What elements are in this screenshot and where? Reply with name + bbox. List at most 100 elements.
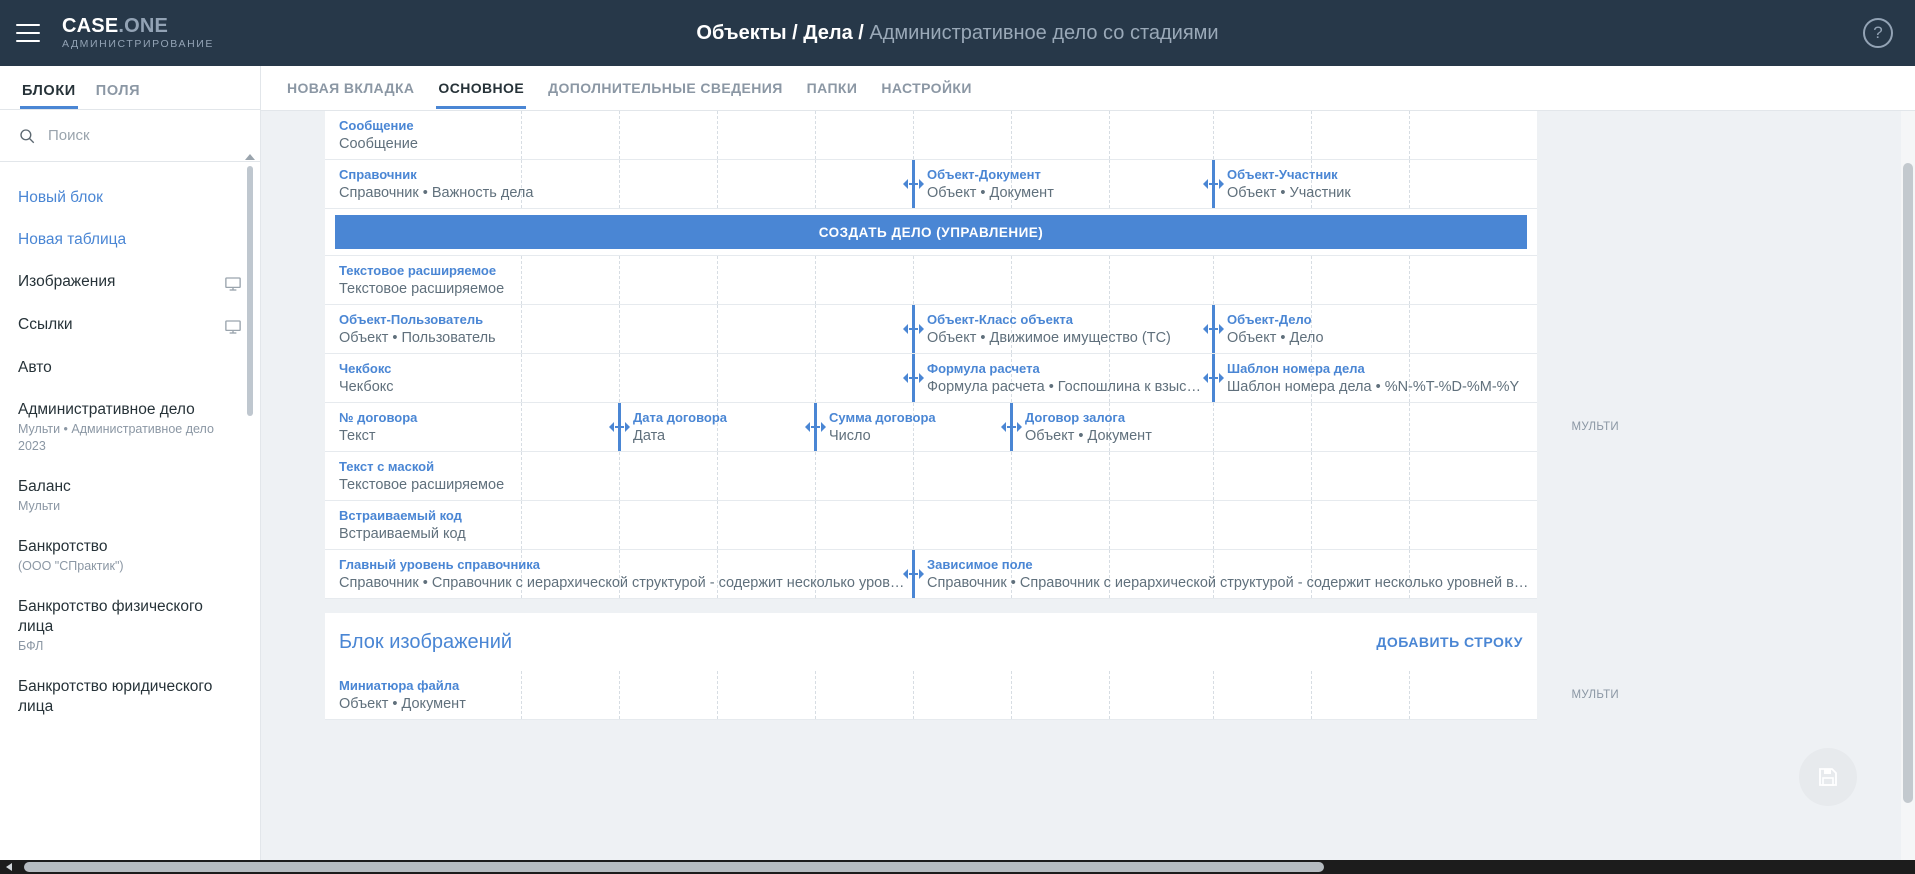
tab-3[interactable]: ПАПКИ [806, 80, 858, 96]
sidebar-item[interactable]: Новая таблица [0, 219, 260, 261]
breadcrumb-item-cases[interactable]: Дела [803, 22, 853, 44]
hamburger-menu-icon[interactable] [16, 24, 40, 42]
field-name: № договора [339, 409, 418, 425]
multi-badge: МУЛЬТИ [1571, 421, 1619, 433]
breadcrumb-item-objects[interactable]: Объекты [696, 22, 787, 44]
sidebar-item-label: Административное дело [18, 401, 195, 418]
column-resize-handle[interactable] [903, 550, 924, 598]
tab-0[interactable]: НОВАЯ ВКЛАДКА [287, 80, 415, 96]
horizontal-scrollbar-track[interactable] [0, 860, 1915, 874]
tab-1[interactable]: ОСНОВНОЕ [426, 67, 536, 109]
field-name: Объект-Участник [1227, 166, 1338, 182]
column-resize-handle[interactable] [1203, 160, 1224, 208]
column-resize-handle[interactable] [903, 354, 924, 402]
column-resize-handle[interactable] [1203, 305, 1224, 353]
field-name: Главный уровень справочника [339, 556, 541, 572]
sidebar-item-label: Банкротство юридического лица [18, 678, 213, 715]
tab-2[interactable]: ДОПОЛНИТЕЛЬНЫЕ СВЕДЕНИЯ [548, 80, 783, 96]
sidebar-item-label: Ссылки [18, 316, 73, 333]
field-type: Объект • Дело [1227, 329, 1324, 346]
sidebar-tab-fields[interactable]: ПОЛЯ [95, 83, 141, 99]
sidebar-item[interactable]: Изображения [0, 261, 260, 304]
column-resize-handle[interactable] [903, 160, 924, 208]
search-icon [20, 128, 35, 143]
main-vertical-scrollbar-track[interactable] [1901, 111, 1915, 860]
column-resize-handle[interactable] [805, 403, 826, 451]
sidebar-item-label: Новый блок [18, 189, 103, 206]
sidebar-item-subtitle: (ООО "СПрактик") [18, 559, 124, 573]
field-name: Объект-Документ [927, 166, 1041, 182]
column-resize-handle[interactable] [1203, 354, 1224, 402]
sidebar-item[interactable]: Ссылки [0, 304, 260, 347]
sidebar-search-row[interactable] [0, 110, 260, 162]
field-name: Дата договора [633, 409, 728, 425]
brand-title: CASE.ONE [62, 15, 214, 37]
field-name: Справочник [339, 166, 417, 182]
sidebar-item[interactable]: Новый блок [0, 177, 260, 219]
sidebar-item[interactable]: Банкротство (ООО "СПрактик") [0, 526, 260, 586]
main-vertical-scrollbar-thumb[interactable] [1903, 163, 1913, 803]
field-type: Формула расчета • Госпошлина к взыск… [927, 378, 1205, 395]
column-resize-handle[interactable] [1001, 403, 1022, 451]
sidebar-tab-blocks[interactable]: БЛОКИ [12, 83, 86, 109]
tab-4[interactable]: НАСТРОЙКИ [881, 80, 972, 96]
main-tabs: НОВАЯ ВКЛАДКА ОСНОВНОЕ ДОПОЛНИТЕЛЬНЫЕ СВЕД… [261, 66, 1915, 111]
field-type: Число [829, 427, 871, 444]
image-block-title: Блок изображений [339, 630, 513, 653]
scroll-left-arrow-icon[interactable] [6, 863, 12, 871]
sidebar-item-label: Новая таблица [18, 231, 127, 248]
column-resize-handle[interactable] [609, 403, 630, 451]
sidebar-scrollbar[interactable] [247, 166, 253, 416]
sidebar-item-label: Банкротство [18, 538, 108, 555]
help-icon[interactable]: ? [1863, 18, 1893, 48]
breadcrumb-item-current: Административное дело со стадиями [869, 22, 1219, 44]
save-button[interactable] [1799, 748, 1857, 806]
create-case-button[interactable]: СОЗДАТЬ ДЕЛО (УПРАВЛЕНИЕ) [335, 215, 1527, 249]
sidebar-scroll-up-arrow[interactable] [245, 154, 255, 160]
column-resize-handle[interactable] [903, 305, 924, 353]
field-type: Справочник • Справочник с иерархической … [927, 574, 1529, 591]
sidebar-item-label: Авто [18, 359, 52, 376]
top-bar: CASE.ONE АДМИНИСТРИРОВАНИЕ Объекты / Дел… [0, 0, 1915, 66]
action-button-row: СОЗДАТЬ ДЕЛО (УПРАВЛЕНИЕ) [325, 209, 1537, 256]
horizontal-scrollbar-thumb[interactable] [24, 862, 1324, 872]
sidebar-item[interactable]: Авто [0, 347, 260, 389]
sidebar-item[interactable]: Банкротство юридического лица [0, 666, 260, 728]
search-input[interactable] [48, 127, 228, 144]
field-name: Объект-Пользователь [339, 311, 484, 327]
add-row-button[interactable]: ДОБАВИТЬ СТРОКУ [1376, 634, 1523, 650]
field-name: Сумма договора [829, 409, 936, 425]
brand-subtitle: АДМИНИСТРИРОВАНИЕ [62, 38, 215, 50]
field-type: Объект • Пользователь [339, 329, 496, 346]
brand-logo[interactable]: CASE.ONE АДМИНИСТРИРОВАНИЕ [62, 15, 214, 51]
